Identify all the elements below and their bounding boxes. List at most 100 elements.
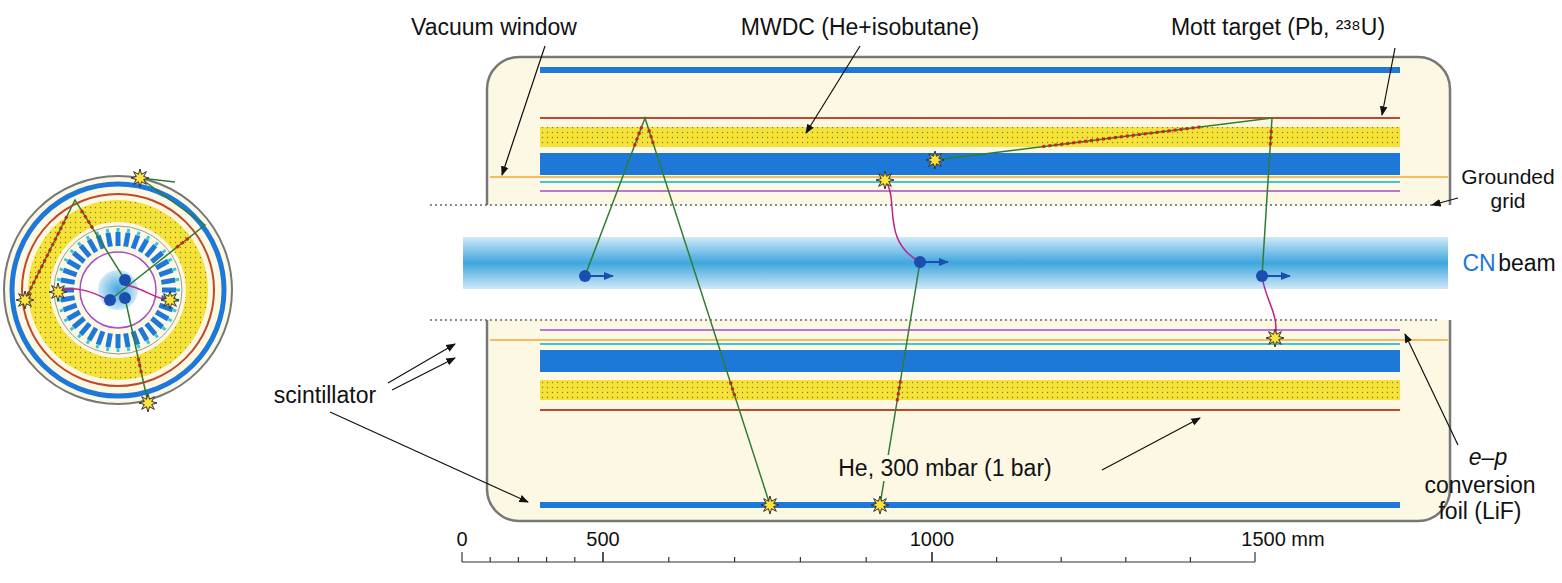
scale-number: 500 xyxy=(586,528,619,551)
proton-track xyxy=(58,289,108,300)
drift-cluster xyxy=(898,386,901,389)
decay-vertex xyxy=(914,256,926,268)
drift-cluster xyxy=(66,216,67,219)
hit-star xyxy=(876,171,894,189)
electron-track xyxy=(125,298,148,403)
hit-star xyxy=(16,291,34,309)
drift-cluster xyxy=(651,141,655,144)
leader-line xyxy=(1382,48,1395,115)
drift-cluster xyxy=(52,243,53,246)
mwdc xyxy=(28,200,208,380)
drift-cluster xyxy=(1180,128,1183,131)
drift-cluster xyxy=(899,381,902,384)
light-guide xyxy=(71,327,74,330)
electron-track xyxy=(110,178,205,300)
drift-cluster xyxy=(186,238,188,240)
light-guide xyxy=(155,243,158,246)
drift-cluster xyxy=(634,143,635,146)
drift-cluster xyxy=(36,276,37,279)
decay-vertex xyxy=(579,270,591,282)
drift-cluster xyxy=(896,398,899,401)
leader-line xyxy=(502,46,545,175)
light-guide xyxy=(78,334,81,337)
drift-cluster xyxy=(39,270,40,273)
side-tracks xyxy=(579,118,1290,514)
decay-vertex xyxy=(104,294,116,306)
light-guide xyxy=(138,232,139,236)
light-guide xyxy=(106,347,110,351)
proton-track xyxy=(125,285,170,300)
light-guide xyxy=(168,319,171,321)
mwdc xyxy=(540,380,1400,400)
drift-cluster xyxy=(1168,129,1171,132)
leader-line xyxy=(330,412,528,502)
light-guide xyxy=(57,278,61,282)
scintillator-segment xyxy=(74,318,85,327)
scintillator-segment xyxy=(161,280,175,282)
drift-cluster xyxy=(139,370,143,373)
conversion-foil xyxy=(540,329,1400,331)
hit-star xyxy=(161,291,179,309)
scintillator-segment xyxy=(61,280,75,282)
scale-tick xyxy=(866,557,867,562)
decay-vertex xyxy=(1256,270,1268,282)
scale-tick xyxy=(546,557,547,562)
light-guide xyxy=(78,243,81,246)
scintillator-segment xyxy=(68,261,80,268)
drift-cluster xyxy=(33,281,34,284)
drift-cluster xyxy=(1150,131,1153,134)
scale-bar xyxy=(462,552,1255,562)
inner-scintillator xyxy=(540,350,1400,372)
drift-cluster xyxy=(60,227,61,230)
leader-line xyxy=(1102,418,1200,470)
scintillator-segment xyxy=(63,305,76,310)
drift-cluster xyxy=(1269,142,1272,145)
scintillator-segment xyxy=(140,240,147,252)
part-label: He, 300 mbar (1 bar) xyxy=(835,455,1054,481)
drift-cluster xyxy=(1072,141,1075,144)
scale-tick xyxy=(602,552,603,562)
drift-cluster xyxy=(1156,131,1159,134)
drift-cluster xyxy=(49,249,50,252)
drift-cluster xyxy=(729,382,733,385)
drift-cluster xyxy=(1174,128,1177,131)
scintillator-segment xyxy=(116,232,121,246)
drift-cluster xyxy=(1269,136,1272,139)
grounded-grid xyxy=(430,204,1440,206)
vacuum-window xyxy=(490,176,1448,178)
drift-cluster xyxy=(1084,140,1087,143)
scintillator-segment xyxy=(126,233,128,247)
electron-track xyxy=(935,118,1272,276)
hit-star xyxy=(761,496,779,514)
scintillator-segment xyxy=(63,270,76,275)
drift-cluster xyxy=(1186,127,1189,130)
drift-cluster xyxy=(28,292,29,295)
proton-track xyxy=(1262,276,1276,338)
proton-track xyxy=(885,180,920,262)
drift-cluster xyxy=(81,210,83,213)
part-label: MWDC (He+isobutane) xyxy=(741,14,979,40)
drift-cluster xyxy=(1102,137,1105,140)
electron-track xyxy=(585,118,770,505)
scintillator-segment xyxy=(159,270,172,275)
drift-cluster xyxy=(1066,142,1069,145)
decay-vertex xyxy=(119,274,131,286)
hit-star xyxy=(49,283,67,301)
light-guide xyxy=(87,236,89,239)
scale-tick xyxy=(1125,557,1126,562)
vessel xyxy=(4,176,232,404)
light-guide xyxy=(127,347,131,351)
scintillator-segment xyxy=(116,334,121,348)
light-guide xyxy=(127,229,131,233)
drift-cluster xyxy=(30,286,31,289)
part-label: Mott target (Pb, ²³⁸U) xyxy=(1171,14,1385,40)
drift-cluster xyxy=(181,242,183,244)
light-guide xyxy=(147,340,149,343)
scintillator-segment xyxy=(133,235,138,248)
drift-cluster xyxy=(47,254,48,257)
drift-cluster xyxy=(1270,130,1273,133)
vacuum-window xyxy=(54,226,182,354)
light-guide xyxy=(173,269,177,270)
light-guide xyxy=(173,310,177,311)
